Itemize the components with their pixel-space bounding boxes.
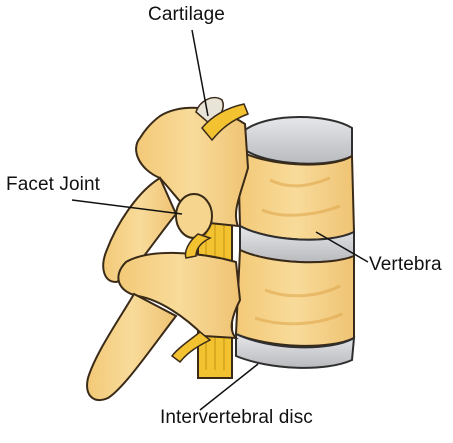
facet-joint [176, 194, 212, 238]
leader-line-cartilage [192, 30, 208, 116]
label-cartilage: Cartilage [148, 4, 225, 26]
label-vertebra: Vertebra [369, 254, 442, 276]
label-intervertebral-disc: Intervertebral disc [160, 407, 313, 429]
spinous-process-lower [87, 294, 176, 400]
vertebra-body-lower [236, 250, 354, 346]
intervertebral-disc-top [245, 117, 352, 164]
vertebra-body-upper [238, 150, 354, 240]
label-facet-joint: Facet Joint [6, 174, 100, 196]
